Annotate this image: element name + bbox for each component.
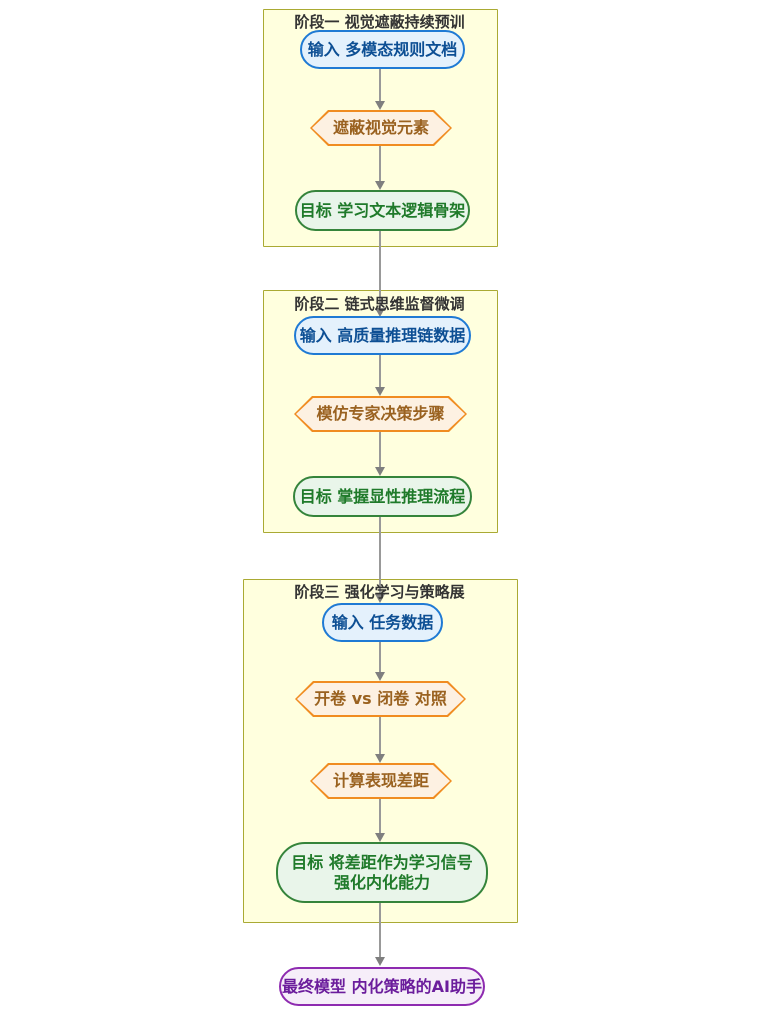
stage-2-input-label: 输入 高质量推理链数据 [299,325,466,345]
stage-2-imitate-label: 模仿专家决策步骤 [316,404,445,423]
edge-s2-goal-to-s3-input-arrowhead [375,594,385,603]
stage-1-goal-node: 目标 学习文本逻辑骨架 [295,190,470,231]
edge-s2-imitate-to-goal-arrowhead [375,467,385,476]
final-model-node: 最终模型 内化策略的AI助手 [279,967,485,1006]
hexagon-fill [312,112,450,144]
stage-2-title: 阶段二 链式思维监督微调 [294,295,465,313]
edge-s3-compare-to-compute-arrowhead [375,754,385,763]
hexagon-fill [297,683,464,715]
stage-2-imitate-node: 模仿专家决策步骤 [294,396,467,432]
edge-s1-input-to-mask-arrowhead [375,101,385,110]
stage-2-goal-node: 目标 掌握显性推理流程 [293,476,472,517]
edge-s1-input-to-mask [379,65,381,103]
stage-1-mask-label: 遮蔽视觉元素 [332,118,429,137]
final-model-label: 最终模型 内化策略的AI助手 [282,976,482,996]
edge-s2-input-to-imitate [379,351,381,388]
stage-1-input-label: 输入 多模态规则文档 [307,39,458,59]
stage-1-input-node: 输入 多模态规则文档 [300,30,465,69]
stage-3-goal-node: 目标 将差距作为学习信号 强化内化能力 [276,842,488,903]
edge-s2-imitate-to-goal [379,432,381,468]
edge-s2-goal-to-s3-input [379,513,381,596]
stage-3-compare-node: 开卷 vs 闭卷 对照 [295,681,466,717]
edge-s1-goal-to-s2-input [379,227,381,310]
stage-3-goal-label-line1: 目标 将差距作为学习信号 [291,852,473,872]
stage-1-title: 阶段一 视觉遮蔽持续预训 [294,13,465,31]
edge-s1-mask-to-goal [379,146,381,182]
stage-3-compare-label: 开卷 vs 闭卷 对照 [314,689,447,708]
hexagon-fill [296,398,465,430]
edge-s3-compare-to-compute [379,717,381,756]
stage-1-mask-node: 遮蔽视觉元素 [310,110,452,146]
edge-s1-goal-to-s2-input-arrowhead [375,308,385,317]
edge-s3-compute-to-goal [379,799,381,835]
stage-3-compute-label: 计算表现差距 [332,771,429,790]
edge-s3-compute-to-goal-arrowhead [375,833,385,842]
hexagon-fill [312,765,450,797]
stage-2-input-node: 输入 高质量推理链数据 [294,316,471,355]
edge-s1-mask-to-goal-arrowhead [375,181,385,190]
stage-3-compute-node: 计算表现差距 [310,763,452,799]
edge-s3-goal-to-final [379,899,381,959]
stage-2-goal-label: 目标 掌握显性推理流程 [299,486,466,506]
stage-1-goal-label: 目标 学习文本逻辑骨架 [299,200,466,220]
edge-s2-input-to-imitate-arrowhead [375,387,385,396]
edge-s3-goal-to-final-arrowhead [375,957,385,966]
stage-3-input-label: 输入 任务数据 [331,612,434,632]
stage-3-input-node: 输入 任务数据 [322,603,443,642]
stage-3-title: 阶段三 强化学习与策略展 [294,583,465,601]
edge-s3-input-to-compare-arrowhead [375,672,385,681]
edge-s3-input-to-compare [379,638,381,674]
stage-3-goal-label-line2: 强化内化能力 [333,872,430,892]
